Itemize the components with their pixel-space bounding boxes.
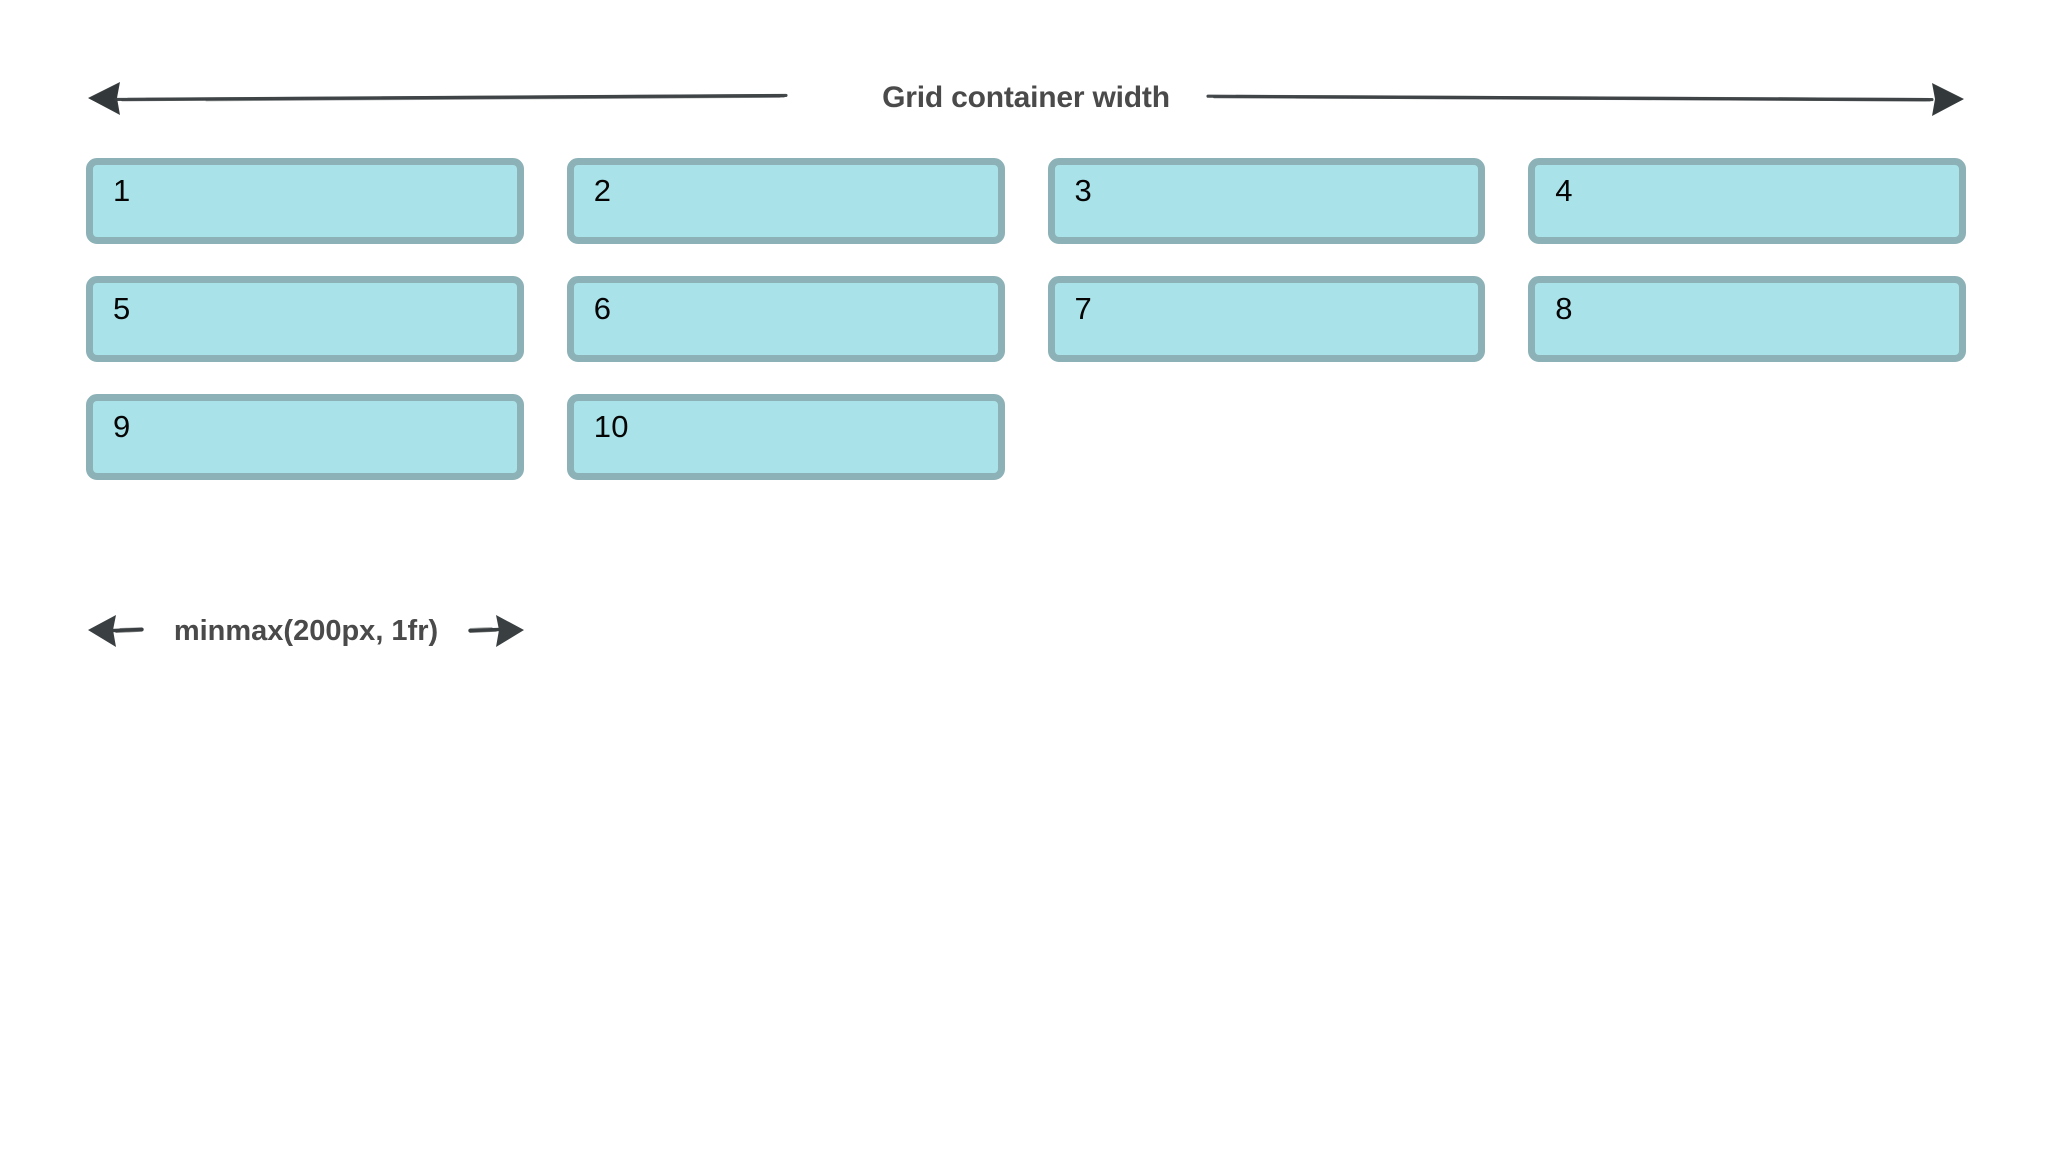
grid-cell[interactable]: 10 <box>566 394 1005 480</box>
grid-cell-label: 6 <box>593 291 612 326</box>
grid-cell-label: 7 <box>1074 291 1092 326</box>
grid-cell[interactable]: 8 <box>1528 276 1966 362</box>
grid-cell-label: 9 <box>113 409 131 444</box>
grid-cell-label: 3 <box>1074 173 1092 208</box>
track-size-label: minmax(200px, 1fr) <box>173 614 439 647</box>
container-width-label: Grid container width <box>856 83 1196 113</box>
grid-cell[interactable]: 4 <box>1528 158 1966 244</box>
grid-cell[interactable]: 1 <box>86 158 524 244</box>
grid-cell[interactable]: 6 <box>566 276 1005 362</box>
grid-cell-label: 5 <box>113 291 131 326</box>
grid-cell-label: 1 <box>113 173 131 208</box>
grid-cell[interactable]: 7 <box>1047 276 1486 362</box>
container-width-double-arrow <box>88 82 1964 116</box>
grid-cell-label: 4 <box>1555 173 1573 208</box>
arrow-left-icon <box>88 615 144 647</box>
grid-cell[interactable]: 3 <box>1047 158 1486 244</box>
grid-cell[interactable]: 9 <box>86 394 524 480</box>
grid-cell-label: 8 <box>1555 291 1573 326</box>
track-size-annotation: minmax(200px, 1fr) <box>86 604 526 658</box>
container-width-annotation: Grid container width <box>86 62 1966 134</box>
grid-cell[interactable]: 2 <box>566 158 1005 244</box>
grid-container: 1 2 3 4 5 6 7 8 9 10 <box>86 158 1966 480</box>
arrow-right-icon <box>1932 83 1964 116</box>
grid-cell-label: 10 <box>593 409 629 444</box>
arrow-left-icon <box>88 82 120 115</box>
grid-cell-label: 2 <box>593 173 612 208</box>
grid-cell[interactable]: 5 <box>86 276 524 362</box>
arrow-right-icon <box>468 615 524 647</box>
arrow-shaft-right <box>1206 94 1934 102</box>
arrow-shaft-left <box>114 93 788 102</box>
